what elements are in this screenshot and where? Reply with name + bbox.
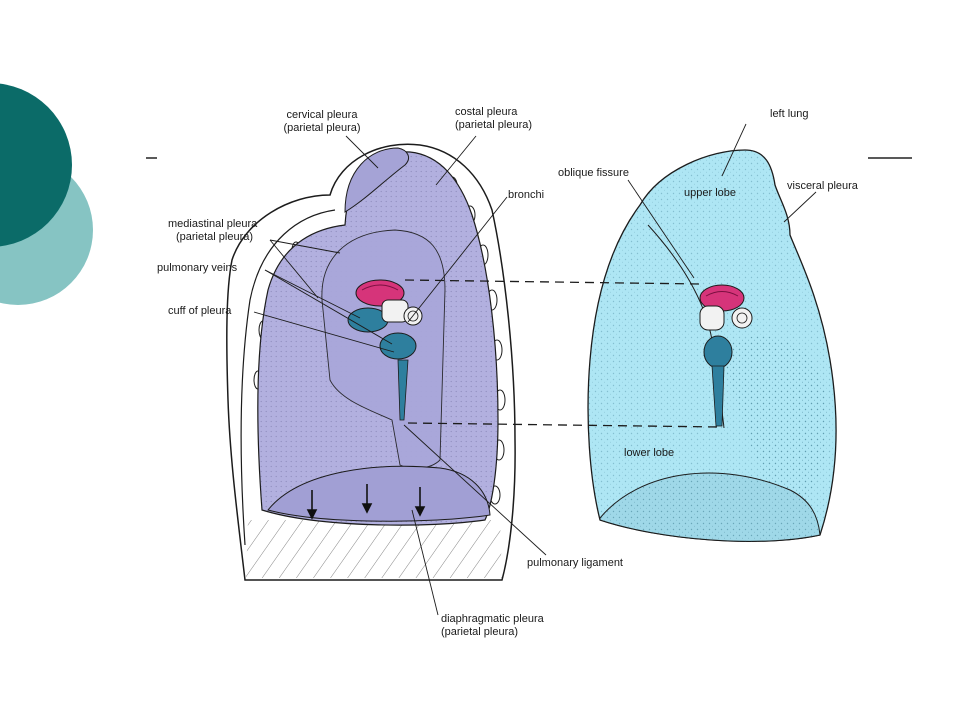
label-bronchi: bronchi bbox=[508, 189, 544, 202]
label-mediastinal-pleura: mediastinal pleura (parietal pleura) bbox=[168, 218, 257, 244]
thoracic-cavity-figure bbox=[226, 143, 516, 581]
visceral-pleura-text: visceral pleura bbox=[787, 180, 858, 192]
label-left-lung: left lung bbox=[770, 108, 809, 121]
label-pulmonary-veins: pulmonary veins bbox=[157, 262, 237, 275]
label-visceral-pleura: visceral pleura bbox=[787, 180, 858, 193]
left-lung-text: left lung bbox=[770, 108, 809, 120]
left-lung-figure bbox=[587, 149, 837, 542]
label-oblique-fissure: oblique fissure bbox=[558, 167, 629, 180]
upper-lobe-text: upper lobe bbox=[684, 187, 736, 199]
dashed-connector-top bbox=[404, 279, 701, 285]
lung-hilum bbox=[699, 284, 753, 427]
pulmonary-ligament-text: pulmonary ligament bbox=[527, 557, 623, 569]
lower-lobe-text: lower lobe bbox=[624, 447, 675, 459]
label-pulmonary-ligament: pulmonary ligament bbox=[527, 557, 623, 570]
diaphragmatic-pleura-text: diaphragmatic pleura bbox=[441, 613, 544, 625]
label-cervical-pleura: cervical pleura (parietal pleura) bbox=[262, 109, 382, 135]
label-cuff-of-pleura: cuff of pleura bbox=[168, 305, 231, 318]
down-arrow-icon bbox=[361, 503, 373, 514]
cuff-of-pleura-text: cuff of pleura bbox=[168, 305, 232, 317]
diaphragmatic-pleura-sub: (parietal pleura) bbox=[441, 626, 519, 638]
cervical-pleura-sub: (parietal pleura) bbox=[283, 122, 361, 134]
down-arrow-icon bbox=[306, 509, 318, 520]
cervical-dome bbox=[344, 147, 409, 213]
decor-circle-dark bbox=[0, 83, 72, 247]
pulmonary-veins-text: pulmonary veins bbox=[157, 262, 238, 274]
dashed-connector-bottom bbox=[407, 422, 721, 428]
label-diaphragmatic-pleura: diaphragmatic pleura (parietal pleura) bbox=[441, 613, 544, 639]
down-arrow-icon bbox=[414, 506, 426, 517]
costal-pleura-text: costal pleura bbox=[455, 106, 518, 118]
bronchi-text: bronchi bbox=[508, 189, 545, 201]
label-lower-lobe: lower lobe bbox=[624, 447, 674, 460]
label-costal-pleura: costal pleura (parietal pleura) bbox=[455, 106, 532, 132]
mediastinal-pleura-sub: (parietal pleura) bbox=[176, 231, 254, 243]
mediastinal-pleura-text: mediastinal pleura bbox=[168, 218, 258, 230]
label-upper-lobe: upper lobe bbox=[684, 187, 736, 200]
cervical-pleura-text: cervical pleura bbox=[286, 109, 358, 121]
oblique-fissure-text: oblique fissure bbox=[558, 167, 629, 179]
costal-pleura-sub: (parietal pleura) bbox=[455, 119, 533, 131]
diaphragm-dome bbox=[267, 465, 491, 522]
left-hilum bbox=[347, 279, 423, 421]
